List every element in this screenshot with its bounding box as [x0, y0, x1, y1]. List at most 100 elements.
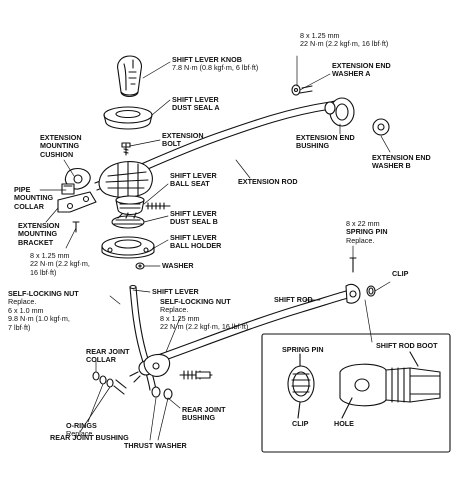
label-rjb-right-line2: BUSHING: [182, 413, 216, 423]
dust-seal-a: [103, 106, 153, 130]
label-shift-rod: SHIFT ROD: [274, 295, 313, 304]
label-extension-rod: EXTENSION ROD: [238, 177, 298, 186]
label-rear-joint-collar: REAR JOINT COLLAR: [86, 347, 130, 365]
label-sln-left-line3: 6 x 1.0 mm: [8, 305, 44, 315]
label-torque-top-line1: 8 x 1.25 mm: [300, 31, 340, 40]
label-pipe-line2: MOUNTING: [14, 193, 54, 203]
label-sln-mid-line1: SELF-LOCKING NUT: [160, 297, 231, 306]
label-spring-pin-size: 8 x 22 mm: [346, 219, 380, 228]
label-sln-mid-line4: 22 N·m (2.2 kgf·m, 16 lbf·ft): [160, 322, 249, 332]
inset-detail: [261, 333, 451, 453]
label-self-locking-nut-mid: SELF-LOCKING NUT Replace. 8 x 1.25 mm 22…: [160, 297, 249, 332]
label-bracket-line3: BRACKET: [18, 237, 54, 247]
label-extension-end-washer-a: EXTENSION END WASHER A: [332, 61, 391, 79]
label-extension-end-bushing: EXTENSION END BUSHING: [296, 133, 355, 151]
label-spring-pin-note: Replace.: [346, 235, 375, 245]
extension-bolt: [121, 142, 131, 156]
label-ball-holder-line1: SHIFT LEVER: [170, 233, 217, 242]
label-clip-top-text: CLIP: [392, 269, 409, 278]
label-extension-mounting-cushion: EXTENSION MOUNTING CUSHION: [40, 133, 82, 159]
label-ball-seat-line1: SHIFT LEVER: [170, 171, 217, 180]
label-thrust-washer: THRUST WASHER: [124, 441, 187, 450]
label-pipe-line1: PIPE: [14, 185, 31, 194]
label-torque-top: 8 x 1.25 mm 22 N·m (2.2 kgf·m, 16 lbf·ft…: [300, 31, 389, 49]
label-o-rings-line2: Replace.: [66, 429, 95, 439]
label-sln-left-line4: 9.8 N·m (1.0 kgf·m,: [8, 314, 70, 324]
label-sln-left-line1: SELF-LOCKING NUT: [8, 289, 79, 298]
label-ext-bolt-line2: BOLT: [162, 139, 182, 149]
ball-seat: [115, 195, 145, 216]
label-ball-seat: SHIFT LEVER BALL SEAT: [170, 171, 217, 189]
label-torque-top-line2: 22 N·m (2.2 kgf·m, 16 lbf·ft): [300, 39, 389, 49]
label-thrust-washer-text: THRUST WASHER: [124, 441, 187, 450]
label-bracket-line2: MOUNTING: [18, 229, 58, 239]
label-inset-spring-pin-text: SPRING PIN: [282, 345, 324, 354]
label-inset-clip: CLIP: [292, 419, 309, 428]
ball-holder: [101, 236, 155, 259]
label-spring-pin-top: 8 x 22 mm SPRING PIN Replace.: [346, 219, 388, 245]
extension-end-washer-a: [291, 84, 313, 96]
label-end-bushing-line2: BUSHING: [296, 141, 330, 151]
label-rear-joint-bushing-right: REAR JOINT BUSHING: [182, 405, 226, 423]
washer-part: [135, 262, 145, 270]
label-sln-left-line5: 7 lbf·ft): [8, 322, 31, 332]
extension-end-washer-b: [372, 118, 390, 136]
label-pipe-mounting-collar: PIPE MOUNTING COLLAR: [14, 185, 54, 211]
label-rear-joint-bushing-left: REAR JOINT BUSHING: [50, 433, 129, 442]
label-dust-seal-b: SHIFT LEVER DUST SEAL B: [170, 209, 218, 227]
ball-seat-spring: [145, 202, 171, 210]
label-rjb-right-line1: REAR JOINT: [182, 405, 226, 414]
label-rjc-line2: COLLAR: [86, 355, 116, 365]
label-inset-boot-text: SHIFT ROD BOOT: [376, 341, 438, 350]
label-clip-top: CLIP: [392, 269, 409, 278]
label-inset-shift-rod-boot: SHIFT ROD BOOT: [376, 341, 438, 350]
label-washer-a-line2: WASHER A: [332, 69, 371, 79]
label-washer-text: WASHER: [162, 261, 194, 270]
rear-joint: [129, 353, 171, 383]
label-bracket-line1: EXTENSION: [18, 221, 60, 230]
label-self-locking-nut-left: SELF-LOCKING NUT Replace. 6 x 1.0 mm 9.8…: [8, 289, 79, 332]
label-inset-spring-pin: SPRING PIN: [282, 345, 324, 354]
spring-pin: [349, 257, 357, 273]
label-end-bushing-line1: EXTENSION END: [296, 133, 355, 142]
label-extension-bolt: EXTENSION BOLT: [162, 131, 204, 149]
label-shift-lever-knob: SHIFT LEVER KNOB 7.8 N·m (0.8 kgf·m, 6 l…: [172, 55, 259, 73]
label-knob-torque: 7.8 N·m (0.8 kgf·m, 6 lbf·ft): [172, 63, 259, 73]
label-rjc-line1: REAR JOINT: [86, 347, 130, 356]
label-pipe-line3: COLLAR: [14, 201, 44, 211]
label-cushion-line2: MOUNTING: [40, 141, 80, 151]
label-washer: WASHER: [162, 261, 194, 270]
leader-lines: [39, 55, 391, 441]
label-torque-left-line1: 8 x 1.25 mm: [30, 251, 70, 260]
label-ext-rod-text: EXTENSION ROD: [238, 177, 298, 186]
label-extension-mounting-bracket: EXTENSION MOUNTING BRACKET: [18, 221, 60, 247]
self-locking-nut: [179, 370, 213, 380]
label-washer-b-line2: WASHER B: [372, 161, 411, 171]
label-spring-pin-name: SPRING PIN: [346, 227, 388, 237]
label-dust-seal-a: SHIFT LEVER DUST SEAL A: [172, 95, 220, 113]
shift-lever-knob: [117, 55, 142, 98]
label-torque-left-line2: 22 N·m (2.2 kgf·m,: [30, 259, 90, 269]
shift-rod: [154, 283, 361, 364]
label-torque-left-line3: 16 lbf·ft): [30, 267, 57, 277]
label-inset-hole-text: HOLE: [334, 419, 354, 428]
label-knob-line1: SHIFT LEVER KNOB: [172, 55, 242, 64]
label-shift-rod-text: SHIFT ROD: [274, 295, 313, 304]
label-cushion-line3: CUSHION: [40, 149, 74, 159]
dust-seal-b: [111, 212, 145, 229]
label-ball-seat-line2: BALL SEAT: [170, 179, 210, 189]
label-inset-hole: HOLE: [334, 419, 354, 428]
label-sln-mid-line2: Replace.: [160, 305, 189, 315]
label-rjb-left-text: REAR JOINT BUSHING: [50, 433, 129, 442]
label-o-rings-line1: O-RINGS: [66, 421, 97, 430]
clip-part: [366, 285, 376, 297]
label-inset-clip-text: CLIP: [292, 419, 309, 428]
label-dust-seal-b-line2: DUST SEAL B: [170, 217, 218, 227]
label-dust-seal-a-line2: DUST SEAL A: [172, 103, 220, 113]
label-washer-b-line1: EXTENSION END: [372, 153, 431, 162]
label-ball-holder: SHIFT LEVER BALL HOLDER: [170, 233, 221, 251]
label-sln-mid-line3: 8 x 1.25 mm: [160, 313, 200, 323]
label-dust-seal-b-line1: SHIFT LEVER: [170, 209, 217, 218]
